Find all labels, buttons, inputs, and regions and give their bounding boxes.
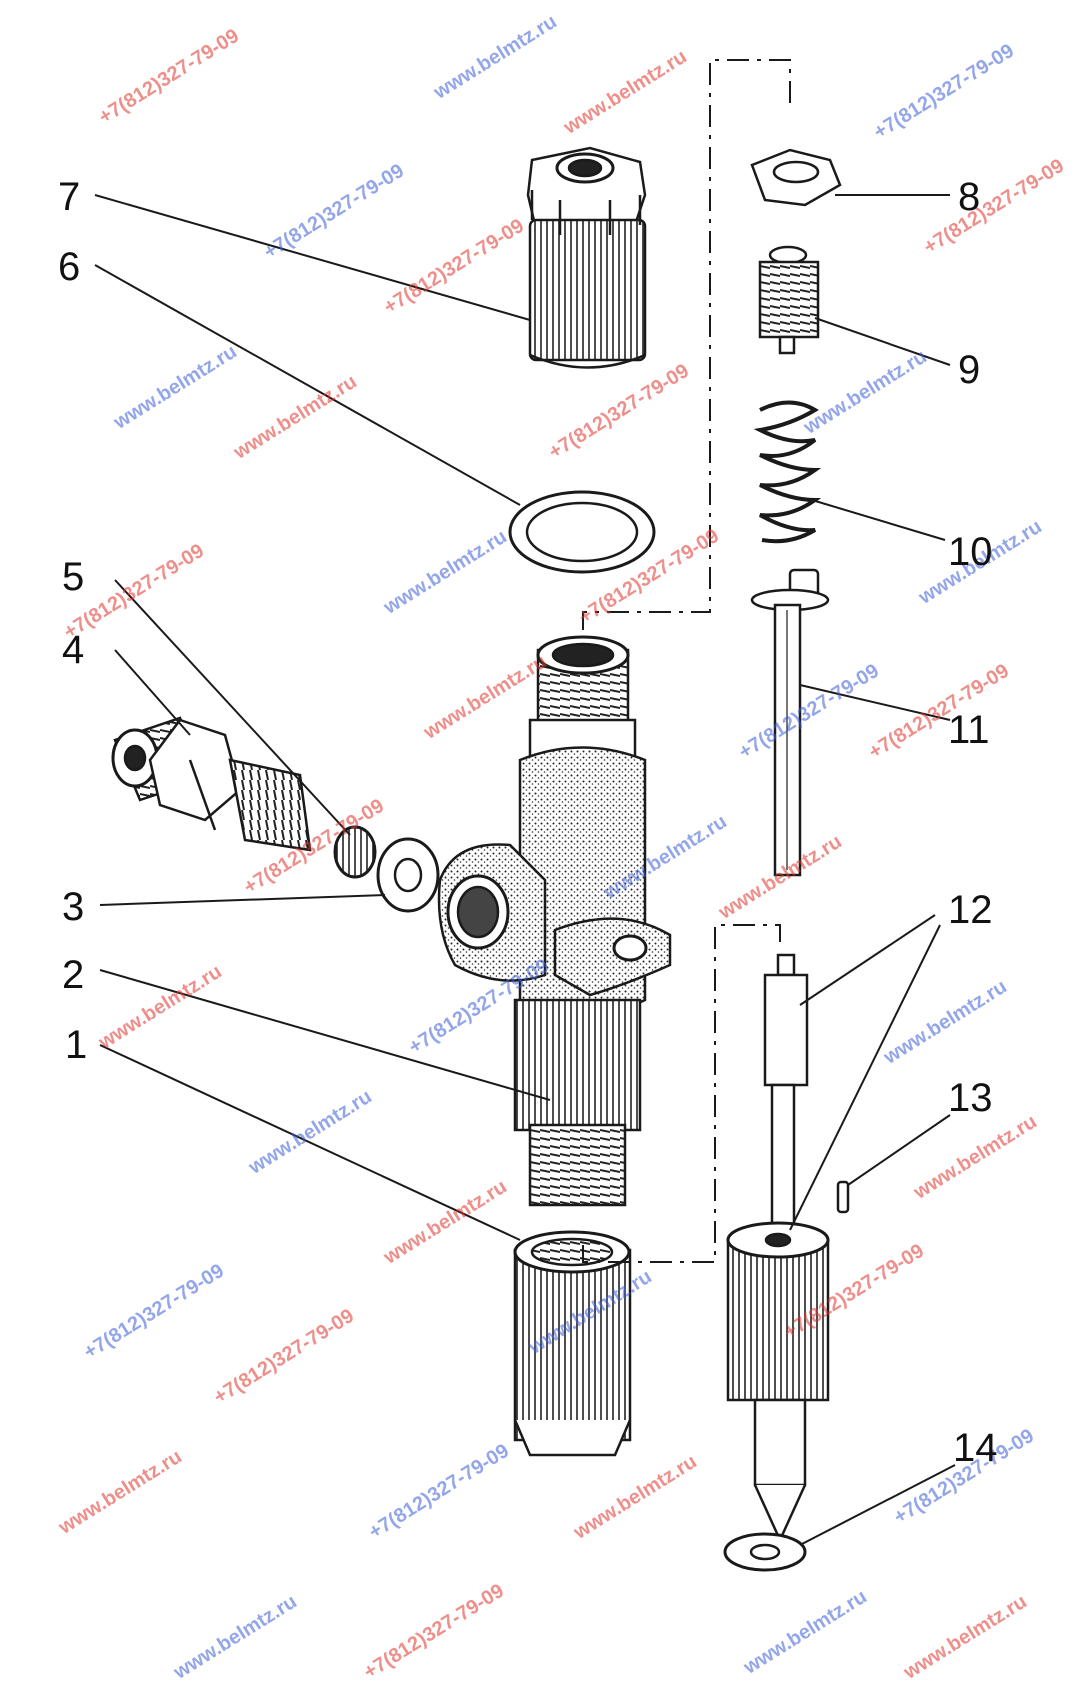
label-part-10: 10 [948, 530, 993, 574]
part-3-washer [376, 837, 440, 913]
label-part-2: 2 [62, 953, 85, 997]
part-1-nozzle-nut [513, 1230, 632, 1457]
label-part-12: 12 [948, 888, 993, 932]
part-12-nozzle-needle [763, 953, 809, 1237]
part-5-filter [333, 825, 377, 879]
leader-lines [94, 194, 956, 1546]
label-part-1: 1 [65, 1023, 88, 1067]
assembly-axis-lines [582, 59, 791, 1263]
part-13-pin [836, 1180, 850, 1214]
label-part-6: 6 [58, 245, 81, 289]
part-11-spindle [750, 568, 830, 877]
part-12-nozzle-body [726, 1221, 830, 1544]
label-part-14: 14 [953, 1426, 998, 1470]
label-part-3: 3 [62, 885, 85, 929]
part-10-spring [753, 400, 822, 544]
part-6-washer [508, 490, 656, 574]
label-part-13: 13 [948, 1076, 993, 1120]
label-part-4: 4 [62, 628, 85, 672]
part-2-injector-body [437, 635, 672, 1207]
label-part-9: 9 [958, 348, 981, 392]
part-14-washer [723, 1532, 807, 1572]
part-4-inlet-fitting [111, 716, 312, 852]
part-9-adjusting-screw [758, 245, 820, 355]
part-8-lock-nut [750, 148, 842, 207]
label-part-11: 11 [948, 708, 990, 752]
label-part-7: 7 [58, 175, 81, 219]
label-part-5: 5 [62, 555, 85, 599]
part-7-cap-nut [526, 146, 647, 369]
label-part-8: 8 [958, 175, 981, 219]
